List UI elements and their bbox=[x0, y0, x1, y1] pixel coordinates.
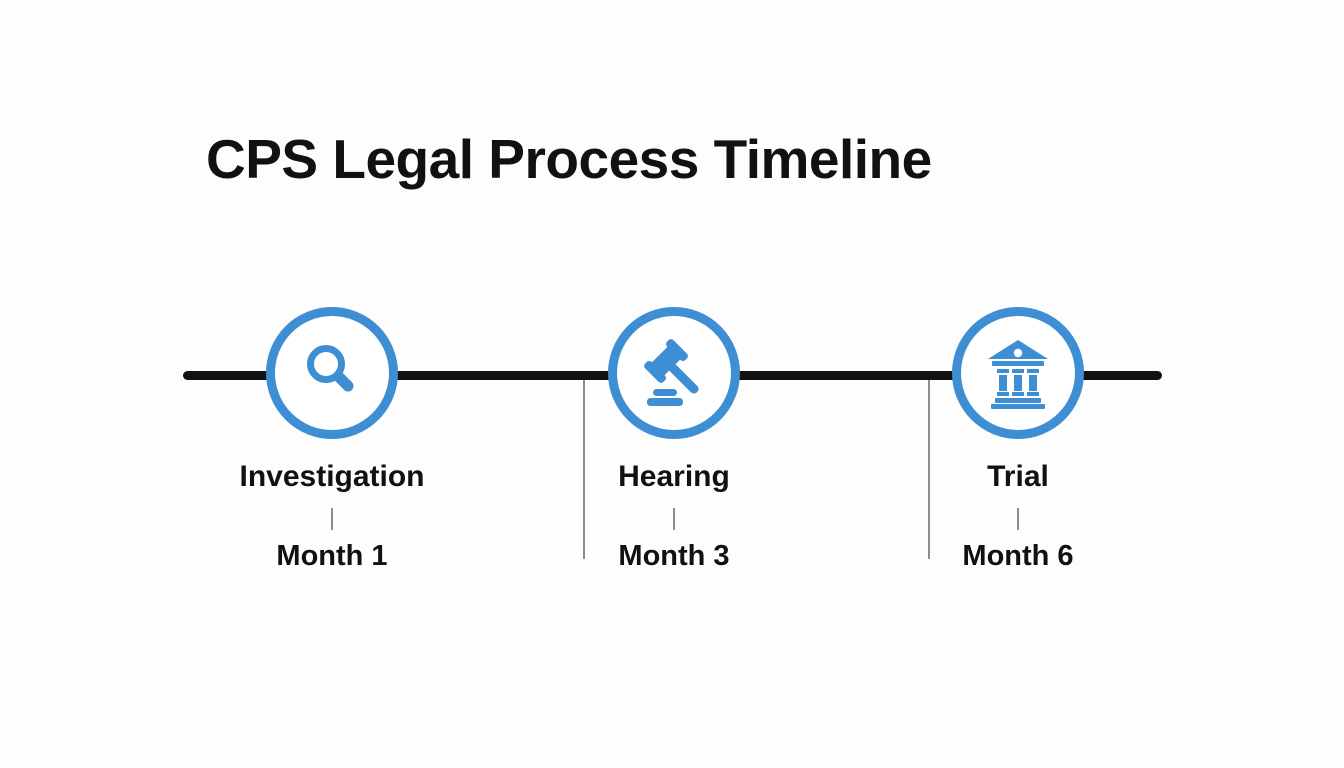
stage-divider bbox=[928, 380, 930, 559]
milestone-investigation: Investigation Month 1 bbox=[222, 307, 442, 573]
milestone-node bbox=[266, 307, 398, 439]
milestone-node bbox=[952, 307, 1084, 439]
label-tick bbox=[331, 508, 333, 530]
month-label: Month 3 bbox=[618, 540, 730, 572]
label-tick bbox=[673, 508, 675, 530]
milestone-node bbox=[608, 307, 740, 439]
gavel-icon bbox=[644, 339, 699, 406]
month-label: Month 1 bbox=[276, 540, 388, 572]
month-label: Month 6 bbox=[962, 540, 1074, 572]
milestone-trial: Trial Month 6 bbox=[908, 307, 1128, 573]
milestone-hearing: Hearing Month 3 bbox=[564, 307, 784, 573]
stage-label: Investigation bbox=[239, 460, 425, 493]
courthouse-icon bbox=[988, 340, 1048, 409]
page-title: CPS Legal Process Timeline bbox=[206, 128, 932, 190]
stage-label: Trial bbox=[987, 460, 1049, 493]
magnifier-icon bbox=[307, 345, 354, 392]
label-tick bbox=[1017, 508, 1019, 530]
stage-label: Hearing bbox=[618, 460, 730, 493]
stage-divider bbox=[583, 380, 585, 559]
